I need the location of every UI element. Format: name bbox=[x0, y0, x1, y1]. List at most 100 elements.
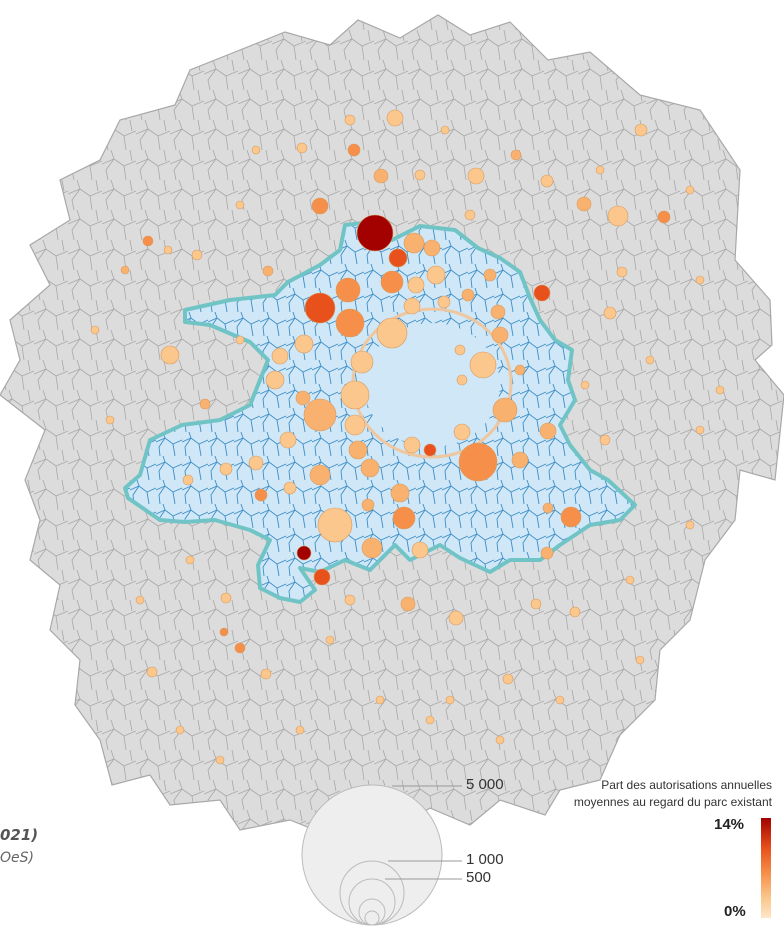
color-legend-title-2: moyennes au regard du parc existant bbox=[573, 795, 772, 809]
commune-circle bbox=[296, 545, 312, 561]
commune-circle bbox=[423, 443, 437, 457]
commune-circle bbox=[390, 483, 410, 503]
commune-circle bbox=[569, 606, 581, 618]
color-legend-max-label: 14% bbox=[714, 816, 745, 833]
commune-circle bbox=[695, 275, 705, 285]
commune-circle bbox=[215, 755, 225, 765]
color-legend-title-1: Part des autorisations annuelles bbox=[601, 778, 772, 792]
commune-circle bbox=[403, 436, 421, 454]
commune-circle bbox=[469, 351, 497, 379]
commune-circle bbox=[695, 425, 705, 435]
commune-circle bbox=[271, 347, 289, 365]
commune-circle bbox=[295, 390, 311, 406]
commune-circle bbox=[490, 304, 506, 320]
color-ramp bbox=[761, 818, 771, 918]
commune-circle bbox=[347, 143, 361, 157]
commune-circle bbox=[414, 169, 426, 181]
commune-circle bbox=[235, 200, 245, 210]
commune-circle bbox=[657, 210, 671, 224]
commune-circle bbox=[685, 520, 695, 530]
commune-circle bbox=[135, 595, 145, 605]
commune-circle bbox=[514, 364, 526, 376]
commune-circle bbox=[344, 114, 356, 126]
commune-circle bbox=[283, 481, 297, 495]
size-legend-circle-tiny bbox=[364, 910, 380, 926]
color-legend-min-label: 0% bbox=[724, 903, 746, 920]
commune-circle bbox=[163, 245, 173, 255]
commune-circle bbox=[715, 385, 725, 395]
commune-circle bbox=[580, 380, 590, 390]
commune-circle bbox=[262, 265, 274, 277]
commune-circle bbox=[251, 145, 261, 155]
commune-circle bbox=[313, 568, 331, 586]
commune-circle bbox=[360, 458, 380, 478]
commune-circle bbox=[437, 295, 451, 309]
commune-circle bbox=[425, 715, 435, 725]
commune-circle bbox=[491, 326, 509, 344]
commune-circle bbox=[376, 317, 408, 349]
commune-circle bbox=[461, 288, 475, 302]
commune-circle bbox=[495, 735, 505, 745]
commune-circle bbox=[426, 265, 446, 285]
commune-circle bbox=[616, 266, 628, 278]
commune-circle bbox=[542, 502, 554, 514]
commune-circle bbox=[555, 695, 565, 705]
commune-circle bbox=[248, 455, 264, 471]
commune-circle bbox=[392, 506, 416, 530]
commune-circle bbox=[348, 440, 368, 460]
commune-circle bbox=[634, 123, 648, 137]
commune-circle bbox=[356, 214, 394, 252]
commune-circle bbox=[595, 165, 605, 175]
commune-circle bbox=[182, 474, 194, 486]
commune-circle bbox=[386, 109, 404, 127]
commune-circle bbox=[625, 575, 635, 585]
commune-circle bbox=[335, 277, 361, 303]
commune-circle bbox=[311, 197, 329, 215]
commune-circle bbox=[533, 284, 551, 302]
commune-circle bbox=[560, 506, 582, 528]
size-legend bbox=[301, 784, 462, 926]
commune-circle bbox=[453, 423, 471, 441]
commune-circle bbox=[456, 374, 468, 386]
commune-circle bbox=[599, 434, 611, 446]
commune-circle bbox=[90, 325, 100, 335]
commune-circle bbox=[219, 627, 229, 637]
commune-circle bbox=[645, 355, 655, 365]
central-area bbox=[364, 323, 500, 447]
commune-circle bbox=[445, 695, 455, 705]
commune-circle bbox=[303, 398, 337, 432]
commune-circle bbox=[220, 592, 232, 604]
commune-circle bbox=[540, 174, 554, 188]
commune-circle bbox=[294, 334, 314, 354]
proportional-circles bbox=[90, 109, 725, 765]
commune-circle bbox=[540, 546, 554, 560]
commune-circle bbox=[530, 598, 542, 610]
commune-circle bbox=[448, 610, 464, 626]
commune-circle bbox=[234, 642, 246, 654]
commune-circle bbox=[295, 725, 305, 735]
commune-circle bbox=[539, 422, 557, 440]
commune-circle bbox=[423, 239, 441, 257]
size-legend-label-1000: 1 000 bbox=[466, 851, 504, 868]
commune-circle bbox=[458, 442, 498, 482]
commune-circle bbox=[361, 537, 383, 559]
commune-circle bbox=[325, 635, 335, 645]
commune-circle bbox=[296, 142, 308, 154]
commune-circle bbox=[685, 185, 695, 195]
commune-circle bbox=[411, 541, 429, 559]
commune-circle bbox=[403, 232, 425, 254]
commune-circle bbox=[603, 306, 617, 320]
source-line-2: OeS) bbox=[0, 850, 34, 866]
size-legend-label-5000: 5 000 bbox=[466, 776, 504, 793]
commune-circle bbox=[350, 350, 374, 374]
commune-circle bbox=[175, 725, 185, 735]
commune-circle bbox=[199, 398, 211, 410]
commune-circle bbox=[160, 345, 180, 365]
commune-circle bbox=[454, 344, 466, 356]
commune-circle bbox=[440, 125, 450, 135]
commune-circle bbox=[511, 451, 529, 469]
commune-circle bbox=[120, 265, 130, 275]
commune-circle bbox=[335, 308, 365, 338]
commune-circle bbox=[403, 297, 421, 315]
